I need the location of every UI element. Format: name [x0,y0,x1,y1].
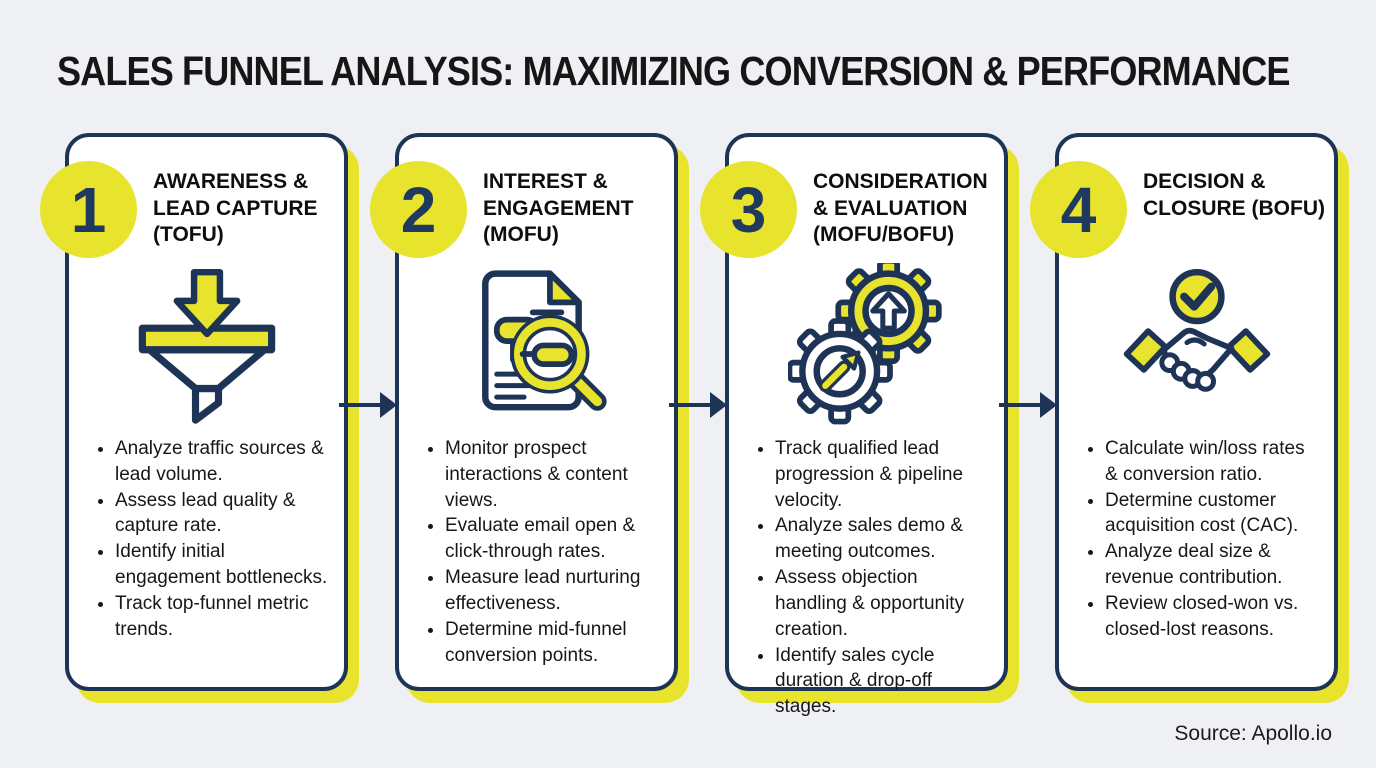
arrow-head [1040,392,1057,418]
gears-growth-icon [786,257,946,425]
source-credit: Source: Apollo.io [1174,722,1332,745]
stage-number-badge: 4 [1030,161,1127,258]
handshake-check-icon [1118,263,1276,425]
bullet-item: Identify sales cycle duration & drop-off… [775,643,989,720]
stage-card-4: 4 DECISION & CLOSURE (BOFU) Calculate wi… [1030,133,1338,691]
stage-card-2: 2 INTEREST & ENGAGEMENT (MOFU) Moni [370,133,678,691]
stage-bullets: Analyze traffic sources & lead volume. A… [95,436,329,643]
bullet-item: Identify initial engagement bottlenecks. [115,539,329,591]
stage-title: INTEREST & ENGAGEMENT (MOFU) [483,170,634,247]
arrow-head [710,392,727,418]
arrow-shaft [339,403,384,407]
bullet-item: Calculate win/loss rates & conversion ra… [1105,436,1319,488]
flow-arrow-icon [339,392,397,418]
flow-arrow-icon [999,392,1057,418]
bullet-item: Determine mid-funnel conversion points. [445,617,659,669]
document-search-icon [458,263,616,425]
bullet-item: Assess objection handling & opportunity … [775,565,989,642]
stage-number-badge: 3 [700,161,797,258]
bullet-item: Evaluate email open & click-through rate… [445,513,659,565]
stage-card-1: 1 AWARENESS & LEAD CAPTURE (TOFU) Analyz… [40,133,348,691]
flow-arrow-icon [669,392,727,418]
stage-title: CONSIDERATION & EVALUATION (MOFU/BOFU) [813,170,988,247]
bullet-item: Assess lead quality & capture rate. [115,488,329,540]
bullet-item: Measure lead nurturing effectiveness. [445,565,659,617]
stage-bullets: Track qualified lead progression & pipel… [755,436,989,720]
stage-card-3: 3 CONSIDERATION & EVALUATION (MOFU/BOFU) [700,133,1008,717]
bullet-item: Monitor prospect interactions & content … [445,436,659,513]
bullet-item: Analyze deal size & revenue contribution… [1105,539,1319,591]
stage-number-badge: 1 [40,161,137,258]
bullet-item: Analyze traffic sources & lead volume. [115,436,329,488]
stage-title: AWARENESS & LEAD CAPTURE (TOFU) [153,170,318,247]
stage-bullets: Calculate win/loss rates & conversion ra… [1085,436,1319,643]
page-title: SALES FUNNEL ANALYSIS: MAXIMIZING CONVER… [57,48,1290,94]
bullet-item: Determine customer acquisition cost (CAC… [1105,488,1319,540]
bullet-item: Analyze sales demo & meeting outcomes. [775,513,989,565]
arrow-shaft [999,403,1044,407]
bullet-item: Track qualified lead progression & pipel… [775,436,989,513]
arrow-head [380,392,397,418]
stage-number-badge: 2 [370,161,467,258]
bullet-item: Track top-funnel metric trends. [115,591,329,643]
stage-title: DECISION & CLOSURE (BOFU) [1143,170,1325,220]
stage-bullets: Monitor prospect interactions & content … [425,436,659,668]
arrow-shaft [669,403,714,407]
bullet-item: Review closed-won vs. closed-lost reason… [1105,591,1319,643]
funnel-capture-icon [128,263,286,425]
